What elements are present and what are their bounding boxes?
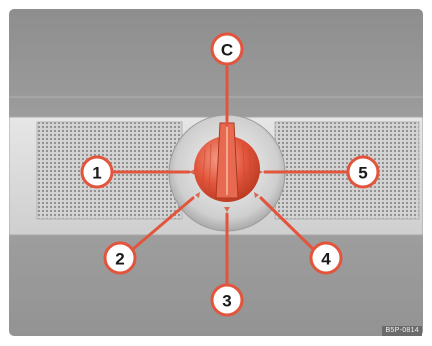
callout-4: 4 — [309, 241, 343, 275]
leader-lines — [109, 65, 351, 285]
callout-c-label: C — [221, 41, 233, 60]
callout-4-label: 4 — [321, 250, 331, 269]
headliner-panel: C 1 2 3 4 5 — [9, 9, 423, 336]
callout-3: 3 — [210, 283, 244, 317]
callout-5-label: 5 — [358, 164, 367, 183]
figure-drawing: C 1 2 3 4 5 — [9, 9, 423, 336]
callout-c: C — [210, 32, 244, 66]
callout-5: 5 — [346, 155, 380, 189]
callout-2: 2 — [103, 241, 137, 275]
callout-3-label: 3 — [222, 292, 231, 311]
callout-2-label: 2 — [115, 250, 124, 269]
reference-code: B5P-0814 — [382, 326, 422, 336]
callout-1-label: 1 — [92, 164, 101, 183]
callout-1: 1 — [80, 155, 114, 189]
